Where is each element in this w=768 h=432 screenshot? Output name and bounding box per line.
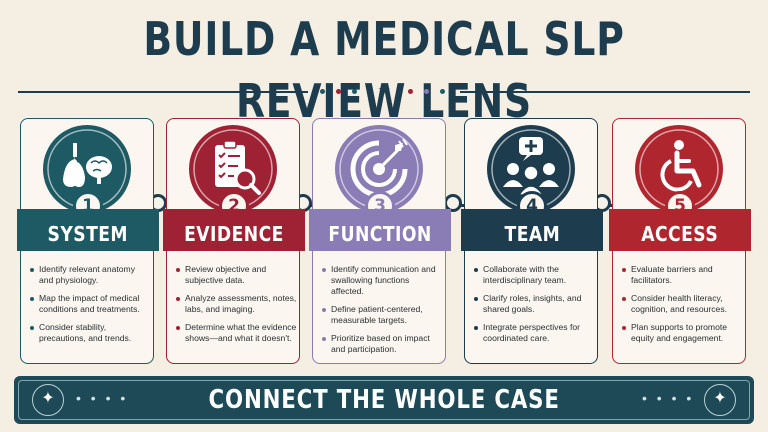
footer-label: CONNECT THE WHOLE CASE xyxy=(208,385,560,415)
footer-frame xyxy=(18,380,750,420)
step-card-access: 5 ACCESS Evaluate barriers and facilitat… xyxy=(609,118,751,364)
divider-dot xyxy=(352,89,357,94)
list-item: Plan supports to promote equity and enga… xyxy=(621,322,743,344)
step-label-banner: SYSTEM xyxy=(17,209,159,251)
step-bullets: Identify relevant anatomy and physiology… xyxy=(29,264,151,351)
list-item: Integrate perspectives for coordinated c… xyxy=(473,322,595,344)
divider-dot xyxy=(336,89,341,94)
list-item: Consider stability, precautions, and tre… xyxy=(29,322,151,344)
step-bullets: Evaluate barriers and facilitators. Cons… xyxy=(621,264,743,351)
list-item: Evaluate barriers and facilitators. xyxy=(621,264,743,286)
step-label: FUNCTION xyxy=(328,222,432,246)
list-item: Identify relevant anatomy and physiology… xyxy=(29,264,151,286)
footer-dots: • • • • xyxy=(76,390,129,406)
divider-dot xyxy=(424,89,429,94)
divider-ornament: ✦ xyxy=(318,80,450,100)
step-label: EVIDENCE xyxy=(184,222,284,246)
list-item: Clarify roles, insights, and shared goal… xyxy=(473,293,595,315)
step-card-team: 4 TEAM Collaborate with the interdiscipl… xyxy=(461,118,603,364)
step-label-banner: EVIDENCE xyxy=(163,209,305,251)
title-divider: ✦ xyxy=(18,80,750,100)
step-bullets: Review objective and subjective data. An… xyxy=(175,264,297,351)
list-item: Define patient-centered, measurable targ… xyxy=(321,304,443,326)
star-icon: ✦ xyxy=(377,80,392,99)
divider-dot xyxy=(440,89,445,94)
list-item: Identify communication and swallowing fu… xyxy=(321,264,443,297)
list-item: Review objective and subjective data. xyxy=(175,264,297,286)
star-icon: ✦ xyxy=(32,384,64,416)
list-item: Prioritize based on impact and participa… xyxy=(321,333,443,355)
step-label: ACCESS xyxy=(641,222,719,246)
divider-dot xyxy=(320,89,325,94)
list-item: Collaborate with the interdisciplinary t… xyxy=(473,264,595,286)
divider-dot xyxy=(408,89,413,94)
page-title: BUILD A MEDICAL SLP REVIEW LENS xyxy=(143,12,625,128)
list-item: Map the impact of medical conditions and… xyxy=(29,293,151,315)
divider-line-left xyxy=(18,91,308,93)
clipboard-magnifier-icon xyxy=(187,123,279,215)
list-item: Consider health literacy, cognition, and… xyxy=(621,293,743,315)
step-card-function: 3 FUNCTION Identify communication and sw… xyxy=(309,118,451,364)
list-item: Determine what the evidence shows—and wh… xyxy=(175,322,297,344)
step-label-banner: ACCESS xyxy=(609,209,751,251)
lungs-brain-icon xyxy=(41,123,133,215)
footer-banner: ✦ • • • • CONNECT THE WHOLE CASE • • • •… xyxy=(14,376,754,424)
step-label: TEAM xyxy=(504,222,560,246)
step-card-evidence: 2 EVIDENCE Review objective and subjecti… xyxy=(163,118,305,364)
star-icon: ✦ xyxy=(704,384,736,416)
wheelchair-icon xyxy=(633,123,725,215)
step-card-system: 1 SYSTEM Identify relevant anatomy and p… xyxy=(17,118,159,364)
target-arrow-icon xyxy=(333,123,425,215)
step-bullets: Collaborate with the interdisciplinary t… xyxy=(473,264,595,351)
step-bullets: Identify communication and swallowing fu… xyxy=(321,264,443,362)
divider-line-right xyxy=(460,91,750,93)
footer-text: CONNECT THE WHOLE CASE xyxy=(14,382,754,418)
footer-dots: • • • • xyxy=(642,390,695,406)
step-label: SYSTEM xyxy=(47,222,129,246)
step-label-banner: TEAM xyxy=(461,209,603,251)
step-label-banner: FUNCTION xyxy=(309,209,451,251)
list-item: Analyze assessments, notes, labs, and im… xyxy=(175,293,297,315)
